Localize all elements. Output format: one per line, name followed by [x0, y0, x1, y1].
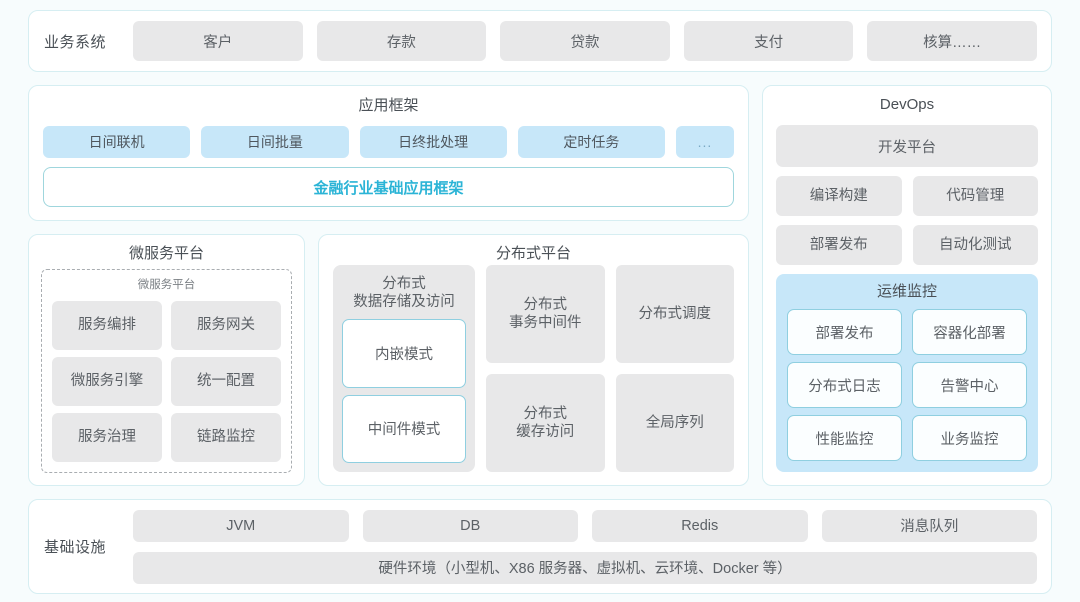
ops-item-alert-center[interactable]: 告警中心 — [912, 362, 1027, 408]
devops-item-code-management[interactable]: 代码管理 — [912, 176, 1038, 216]
ops-item-business-monitoring[interactable]: 业务监控 — [912, 415, 1027, 461]
microservice-platform-inner-box: 微服务平台 服务编排 服务网关 微服务引擎 统一配置 服务治理 链路监控 — [41, 269, 292, 473]
platforms-row: 微服务平台 微服务平台 服务编排 服务网关 微服务引擎 统一配置 服务治理 链路… — [28, 234, 749, 486]
microservice-platform-panel: 微服务平台 微服务平台 服务编排 服务网关 微服务引擎 统一配置 服务治理 链路… — [28, 234, 305, 486]
devops-item-compile-build[interactable]: 编译构建 — [776, 176, 902, 216]
business-item-deposit[interactable]: 存款 — [316, 21, 487, 61]
infrastructure-label: 基础设施 — [43, 539, 106, 556]
ops-item-performance-monitoring[interactable]: 性能监控 — [787, 415, 902, 461]
application-framework-title: 应用框架 — [358, 97, 419, 114]
business-item-payment[interactable]: 支付 — [683, 21, 854, 61]
business-item-customer[interactable]: 客户 — [133, 21, 303, 61]
ops-item-containerized-deploy[interactable]: 容器化部署 — [912, 309, 1027, 355]
appfw-item-more[interactable]: ... — [676, 126, 734, 158]
infrastructure-hardware-environment[interactable]: 硬件环境（小型机、X86 服务器、虚拟机、云环境、Docker 等） — [133, 551, 1037, 584]
business-item-loan[interactable]: 贷款 — [500, 21, 670, 61]
ops-monitoring-items: 部署发布 容器化部署 分布式日志 告警中心 性能监控 业务监控 — [787, 309, 1027, 461]
business-system-label: 业务系统 — [43, 33, 106, 51]
devops-title: DevOps — [879, 96, 935, 113]
application-framework-items: 日间联机 日间批量 日终批处理 定时任务 ... — [43, 126, 734, 158]
dist-tile-0-text: 分布式事务中间件 — [509, 296, 582, 331]
infra-item-db[interactable]: DB — [362, 509, 578, 542]
distributed-storage-title: 分布式 数据存储及访问 — [342, 273, 466, 312]
appfw-item-scheduled-task[interactable]: 定时任务 — [517, 126, 665, 158]
dist-tile-2-text: 分布式缓存访问 — [516, 405, 575, 440]
storage-mode-middleware[interactable]: 中间件模式 — [342, 394, 466, 463]
distributed-platform-body: 分布式 数据存储及访问 内嵌模式 中间件模式 分布式事务中间件 — [333, 265, 734, 472]
business-system-items: 客户 存款 贷款 支付 核算…… — [133, 21, 1037, 61]
infrastructure-row: 基础设施 JVM DB Redis 消息队列 硬件环境（小型机、X86 服务器、… — [28, 499, 1052, 594]
devops-column: DevOps 开发平台 编译构建 代码管理 部署发布 自动化测试 运维监控 部署… — [762, 85, 1052, 486]
devops-item-automated-testing[interactable]: 自动化测试 — [912, 225, 1038, 265]
devops-item-deploy-release[interactable]: 部署发布 — [776, 225, 902, 265]
msp-item-service-gateway[interactable]: 服务网关 — [171, 301, 281, 350]
infrastructure-stack: JVM DB Redis 消息队列 硬件环境（小型机、X86 服务器、虚拟机、云… — [133, 509, 1037, 584]
dist-tile-scheduling[interactable]: 分布式调度 — [615, 265, 734, 363]
appfw-item-eod-batch[interactable]: 日终批处理 — [359, 126, 507, 158]
ops-monitoring-title: 运维监控 — [876, 283, 937, 300]
devops-dev-platform[interactable]: 开发平台 — [776, 125, 1038, 167]
distributed-platform-tiles: 分布式事务中间件 分布式调度 分布式缓存访问 全局序列 — [486, 265, 734, 472]
microservice-platform-title: 微服务平台 — [128, 245, 204, 262]
msp-item-unified-config[interactable]: 统一配置 — [171, 357, 281, 406]
distributed-platform-panel: 分布式平台 分布式 数据存储及访问 内嵌模式 中间件模式 — [318, 234, 749, 486]
dist-tile-cache-access[interactable]: 分布式缓存访问 — [486, 374, 605, 472]
distributed-platform-title: 分布式平台 — [495, 245, 571, 262]
microservice-platform-items: 服务编排 服务网关 微服务引擎 统一配置 服务治理 链路监控 — [52, 301, 281, 462]
ops-item-deploy-release[interactable]: 部署发布 — [787, 309, 902, 355]
financial-base-framework-banner: 金融行业基础应用框架 — [43, 167, 734, 207]
distributed-storage-title-line1: 分布式 — [382, 276, 426, 292]
dist-tile-transaction-middleware[interactable]: 分布式事务中间件 — [486, 265, 605, 363]
storage-mode-embedded[interactable]: 内嵌模式 — [342, 319, 466, 388]
distributed-storage-title-line2: 数据存储及访问 — [353, 294, 455, 311]
msp-item-service-orchestration[interactable]: 服务编排 — [52, 301, 162, 350]
middle-left-column: 应用框架 日间联机 日间批量 日终批处理 定时任务 ... 金融行业基础应用框架… — [28, 85, 749, 486]
microservice-platform-subtitle: 微服务平台 — [137, 279, 196, 291]
appfw-item-daytime-online[interactable]: 日间联机 — [43, 126, 191, 158]
infra-item-redis[interactable]: Redis — [592, 509, 808, 542]
infrastructure-items: JVM DB Redis 消息队列 — [133, 509, 1037, 542]
devops-panel: DevOps 开发平台 编译构建 代码管理 部署发布 自动化测试 运维监控 部署… — [762, 85, 1052, 486]
business-system-row: 业务系统 客户 存款 贷款 支付 核算…… — [28, 10, 1052, 72]
ops-monitoring-panel: 运维监控 部署发布 容器化部署 分布式日志 告警中心 性能监控 业务监控 — [776, 274, 1038, 472]
devops-items: 编译构建 代码管理 部署发布 自动化测试 — [776, 176, 1038, 265]
msp-item-microservice-engine[interactable]: 微服务引擎 — [52, 357, 162, 406]
ops-item-distributed-log[interactable]: 分布式日志 — [787, 362, 902, 408]
appfw-item-daytime-batch[interactable]: 日间批量 — [201, 126, 349, 158]
business-item-accounting[interactable]: 核算…… — [867, 21, 1037, 61]
dist-tile-global-sequence[interactable]: 全局序列 — [615, 374, 734, 472]
application-framework-panel: 应用框架 日间联机 日间批量 日终批处理 定时任务 ... 金融行业基础应用框架 — [28, 85, 749, 221]
infra-item-message-queue[interactable]: 消息队列 — [821, 509, 1037, 542]
infra-item-jvm[interactable]: JVM — [133, 509, 349, 542]
middle-region: 应用框架 日间联机 日间批量 日终批处理 定时任务 ... 金融行业基础应用框架… — [28, 85, 1052, 486]
distributed-storage-card[interactable]: 分布式 数据存储及访问 内嵌模式 中间件模式 — [333, 265, 475, 472]
msp-item-service-governance[interactable]: 服务治理 — [52, 413, 162, 462]
msp-item-trace-monitoring[interactable]: 链路监控 — [171, 413, 281, 462]
